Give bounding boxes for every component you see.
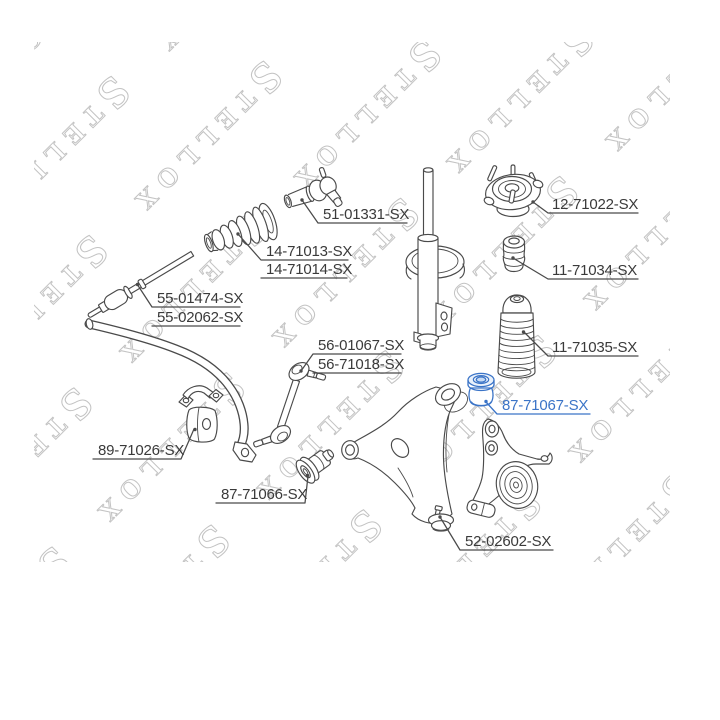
control-arm-front-bushing-drawing <box>467 372 495 407</box>
part-number-label-tie-rod-end: 51-01331-SX <box>323 206 410 223</box>
ball-joint-drawing <box>427 505 455 532</box>
part-number-label-inner-tie-rod: 55-01474-SX <box>157 290 244 307</box>
part-number-label-rear-bushing: 87-71066-SX <box>221 486 308 503</box>
part-number-label-ball-joint: 52-02602-SX <box>465 533 552 550</box>
leader-dots <box>135 198 535 519</box>
stabilizer-link-drawing <box>253 362 327 448</box>
part-number-label-stabilizer-link: 56-01067-SX <box>318 337 405 354</box>
stabilizer-bushing-drawing <box>178 385 224 443</box>
control-arm-drawing <box>341 383 468 532</box>
control-arm-rear-bushing-drawing <box>295 449 335 484</box>
part-number-label-strut-mount: 12-71022-SX <box>552 196 639 213</box>
part-number-label-stabilizer-bushing: 89-71026-SX <box>98 442 185 459</box>
inner-tie-rod-drawing <box>87 250 195 318</box>
leader-lines <box>92 199 639 551</box>
steering-knuckle-drawing <box>466 418 553 518</box>
tie-rod-end-drawing <box>283 166 343 209</box>
part-number-label-dust-boot: 11-71035-SX <box>552 339 638 356</box>
part-number-label-steering-rack-boot: 14-71013-SX <box>266 243 353 260</box>
strut-drawing <box>405 167 465 351</box>
bump-stop-drawing <box>502 235 526 273</box>
strut-mount-drawing <box>483 164 544 218</box>
dust-boot-drawing <box>497 294 536 379</box>
part-number-label-stabilizer-link-alt: 56-71018-SX <box>318 356 405 373</box>
stabilizer-bar-drawing <box>84 318 257 463</box>
part-number-label-bump-stop: 11-71034-SX <box>552 262 638 279</box>
part-number-label-front-bushing-highlighted: 87-71067-SX <box>502 397 589 414</box>
part-number-label-inner-tie-rod-alt: 55-02062-SX <box>157 309 244 326</box>
part-number-label-steering-rack-boot-alt: 14-71014-SX <box>266 261 353 278</box>
steering-rack-boot-drawing <box>203 202 278 253</box>
